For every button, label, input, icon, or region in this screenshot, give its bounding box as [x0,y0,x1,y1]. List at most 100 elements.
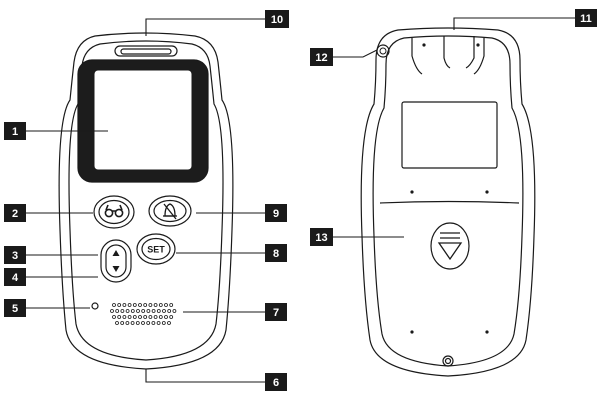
buzzer-hole [169,303,174,307]
callout-13: 13 [310,228,333,246]
buzzer-hole [127,303,132,307]
front-inner-rim [68,40,224,361]
callout-3-label: 3 [12,250,18,262]
callout-11-label: 11 [580,13,592,25]
alarm-button[interactable] [148,195,192,227]
buzzer-hole [110,309,114,313]
buzzer-hole [146,309,151,313]
callout-12: 12 [310,48,333,66]
callout-9-label: 9 [273,208,279,220]
callout-13-label: 13 [315,232,327,244]
buzzer-hole [115,309,120,313]
bell-mute-icon [163,203,177,220]
lcd-display [93,69,193,171]
back-grip-left [411,38,423,75]
label-panel [401,101,498,169]
back-grip-right [473,38,485,75]
device-front-view: SET [58,32,234,370]
alarm-button-inner [153,199,187,223]
buzzer-hole [161,321,166,325]
buzzer-hole [117,315,122,319]
view-button-inner [98,199,130,225]
buzzer-hole [141,309,146,313]
buzzer-hole [162,309,166,313]
lanyard-ring [376,44,390,58]
binoculars-icon [104,204,124,218]
set-button-label: SET [147,245,165,255]
buzzer-hole [169,315,174,319]
callout-7: 7 [265,303,287,321]
callout-8-label: 8 [273,248,279,260]
buzzer-hole [156,321,161,325]
view-button[interactable] [93,195,135,229]
front-outer-body [58,32,234,370]
buzzer-grille [110,303,177,325]
buzzer-hole [120,309,125,313]
up-down-arrows-icon [112,250,120,272]
buzzer-hole [151,321,156,325]
callout-8: 8 [265,244,287,262]
buzzer-hole [172,309,177,313]
buzzer-hole [138,315,142,319]
callout-6: 6 [265,373,287,391]
buzzer-hole [156,309,161,313]
buzzer-hole [164,303,168,307]
sensor-slot [114,45,178,57]
callout-10-label: 10 [271,14,283,26]
buzzer-hole [130,309,135,313]
buzzer-hole [132,315,137,319]
battery-cover-seam [379,200,520,204]
sensor-slot-inner [120,48,172,55]
buzzer-hole [151,309,156,313]
up-down-button-outer [100,239,132,283]
down-arrow-icon [437,232,463,261]
leader-11 [453,17,575,30]
buzzer-hole [122,303,127,307]
buzzer-hole [167,309,172,313]
buzzer-hole [130,321,135,325]
callout-12-label: 12 [315,52,327,64]
screw-top-right [476,43,480,47]
callout-1-label: 1 [12,126,18,138]
callout-11: 11 [575,9,597,27]
up-down-button[interactable] [100,239,132,283]
buzzer-hole [158,303,163,307]
leader-10 [145,18,265,36]
set-button[interactable]: SET [136,233,176,265]
buzzer-hole [132,303,137,307]
leader-lines [26,17,575,383]
callout-9: 9 [265,204,287,222]
leader-12 [333,49,378,58]
buzzer-hole [125,321,130,325]
callout-6-label: 6 [273,377,279,389]
buzzer-hole [117,303,122,307]
screw-mid-right [485,190,489,194]
buzzer-hole [143,315,148,319]
callout-4: 4 [4,268,26,286]
back-grip-left-2 [443,36,451,69]
buzzer-hole [153,315,158,319]
buzzer-hole [153,303,158,307]
back-grip-right-2 [465,36,475,69]
bottom-mount-hole [442,355,454,367]
leader-6 [145,369,265,383]
buzzer-hole [125,309,130,313]
buzzer-hole [164,315,168,319]
callout-10: 10 [265,10,289,28]
buzzer-hole [146,321,151,325]
back-inner-rim [372,35,524,367]
callout-2: 2 [4,204,26,222]
buzzer-hole [148,303,153,307]
buzzer-hole [158,315,163,319]
callout-1: 1 [4,122,26,140]
callout-3: 3 [4,246,26,264]
buzzer-hole [115,321,119,325]
buzzer-hole [143,303,148,307]
set-button-inner [141,237,171,261]
device-back-view [360,27,536,377]
buzzer-hole [141,321,145,325]
screw-bottom-left [410,330,414,334]
buzzer-hole [120,321,125,325]
battery-latch[interactable] [430,222,470,270]
